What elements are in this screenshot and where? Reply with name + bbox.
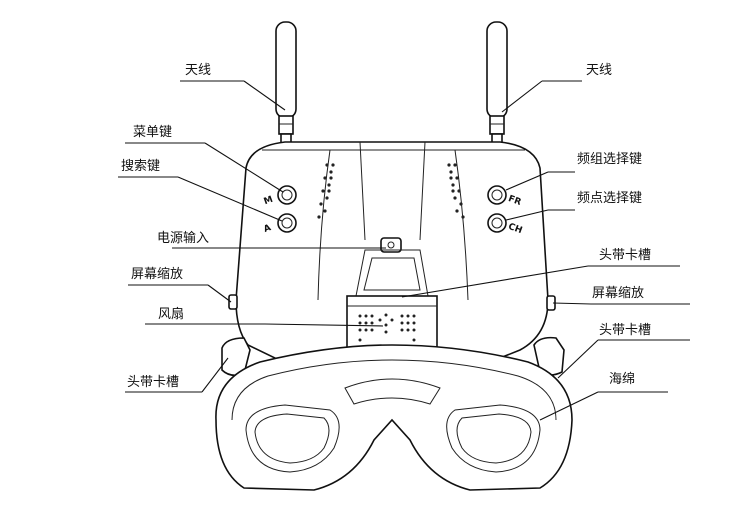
- label-band-select-key: 频组选择键: [577, 152, 643, 167]
- zoom-knob-left: [228, 294, 238, 310]
- channel-button-shape: [487, 213, 507, 233]
- label-headband-slot-right: 头带卡槽: [599, 323, 652, 338]
- antenna-left: [275, 21, 297, 153]
- label-search-key: 搜索键: [121, 159, 161, 174]
- label-headband-slot-left: 头带卡槽: [127, 375, 180, 390]
- label-antenna-left: 天线: [185, 63, 212, 78]
- fan-dots: [358, 313, 416, 342]
- face-foam: [215, 344, 573, 491]
- label-sponge: 海绵: [609, 372, 636, 387]
- label-menu-key: 菜单键: [133, 125, 173, 140]
- vent-left: [317, 163, 335, 219]
- search-button-shape: [277, 213, 297, 233]
- antenna-right: [486, 21, 508, 153]
- label-power-input: 电源输入: [157, 231, 210, 246]
- leader-lines: [118, 80, 690, 421]
- menu-button-shape: [277, 185, 297, 205]
- label-screen-zoom-left: 屏幕缩放: [131, 267, 184, 282]
- band-button-shape: [487, 185, 507, 205]
- label-antenna-right: 天线: [586, 63, 613, 78]
- label-headband-slot-top: 头带卡槽: [599, 248, 652, 263]
- fan-module: [346, 295, 438, 353]
- vent-right: [447, 163, 465, 219]
- side-slot-left: [221, 337, 251, 377]
- eye-pad-right: [446, 404, 541, 473]
- label-screen-zoom-right: 屏幕缩放: [592, 286, 645, 301]
- eye-pad-left: [245, 404, 340, 473]
- label-fan: 风扇: [158, 307, 185, 322]
- label-channel-select-key: 频点选择键: [577, 191, 643, 206]
- center-channel: [359, 141, 426, 241]
